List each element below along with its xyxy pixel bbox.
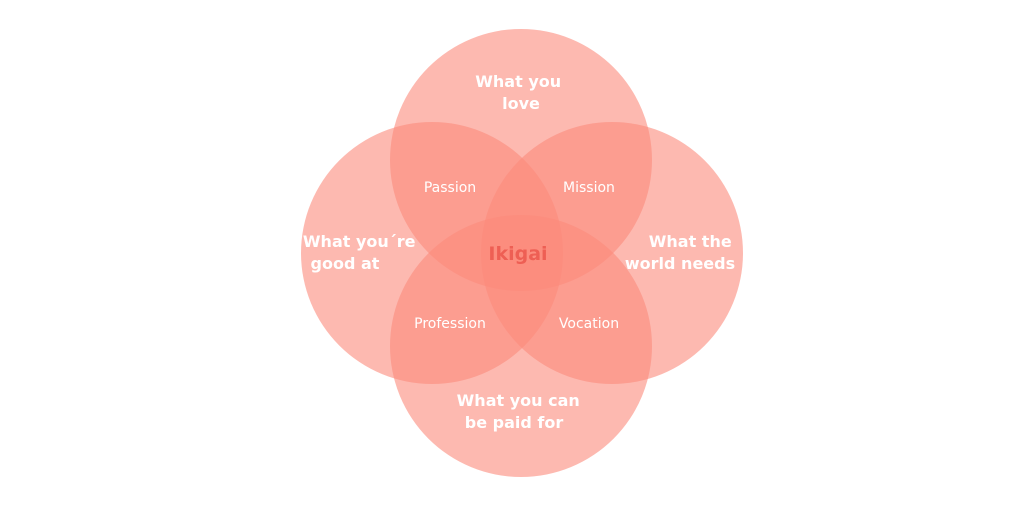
label-what-you-love: What you love xyxy=(475,72,566,113)
circle-what-you-can-be-paid-for xyxy=(390,215,652,477)
label-what-youre-good-at: What you´re good at xyxy=(303,232,421,273)
circles-group xyxy=(301,29,743,477)
label-profession: Profession xyxy=(414,316,486,332)
label-what-the-world-needs: What the world needs xyxy=(625,232,737,273)
label-passion: Passion xyxy=(424,180,476,196)
label-mission: Mission xyxy=(563,180,615,196)
label-ikigai: Ikigai xyxy=(488,243,547,265)
label-vocation: Vocation xyxy=(559,316,619,332)
label-what-you-can-be-paid-for: What you can be paid for xyxy=(457,391,586,432)
